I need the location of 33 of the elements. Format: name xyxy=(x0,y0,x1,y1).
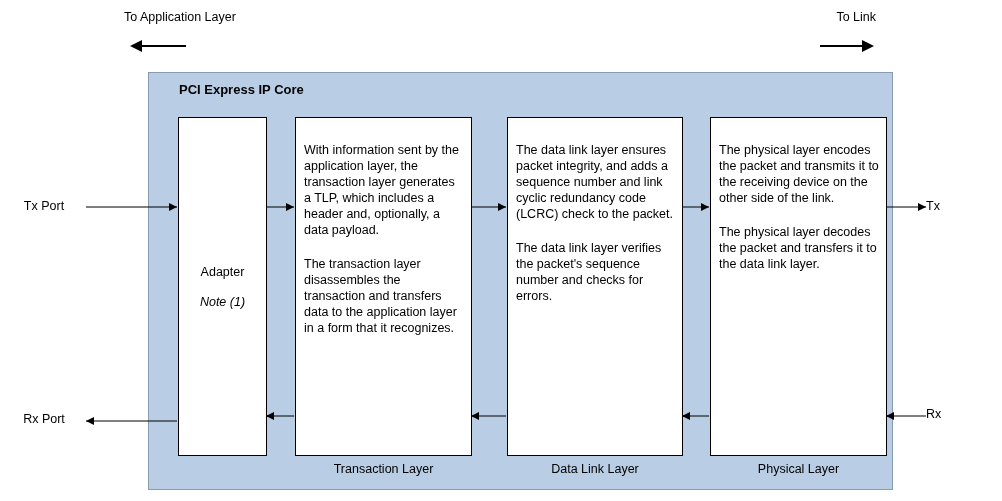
arrow xyxy=(681,203,710,211)
direction-label: To Application Layer xyxy=(124,10,236,24)
arrow xyxy=(885,412,927,420)
layer-box xyxy=(507,117,683,456)
arrow xyxy=(470,412,507,420)
layer-description: The physical layer encodes the packet and transmits it to the receiving device on the other side of the link. xyxy=(719,142,880,206)
layer-caption: Data Link Layer xyxy=(550,462,640,476)
port-label: Tx Port xyxy=(2,199,86,217)
layer-box xyxy=(295,117,472,456)
layer-description: The data link layer verifies the packet's sequence number and checks for errors. xyxy=(516,240,663,304)
arrow xyxy=(265,203,295,211)
panel-title: PCI Express IP Core xyxy=(179,82,304,97)
arrow xyxy=(85,417,178,425)
port-label: Rx Port xyxy=(2,412,86,430)
ip-core-panel xyxy=(148,72,893,490)
layer-description: The transaction layer disassembles the transaction and transfers data to the application layer in a form that it recognizes. xyxy=(304,256,458,336)
note-text: Note (1) xyxy=(199,293,246,310)
arrow xyxy=(85,203,178,211)
direction-label: To Link xyxy=(836,10,876,24)
adapter-box xyxy=(178,117,267,456)
arrow xyxy=(470,203,507,211)
arrow xyxy=(885,203,927,211)
arrow xyxy=(681,412,710,420)
arrow xyxy=(265,412,295,420)
adapter-label: Adapter xyxy=(200,263,245,280)
layer-description: With information sent by the application layer, the transaction layer generates a TLP, which includes a header and, optionally, a data payload. xyxy=(304,142,460,238)
layer-description: The data link layer ensures packet integrity, and adds a sequence number and link cyclic redundancy code (LCRC) check to the packet. xyxy=(516,142,674,222)
layer-caption: Physical Layer xyxy=(756,462,841,476)
layer-box xyxy=(710,117,887,456)
port-label: Rx xyxy=(926,407,956,425)
layer-description: The physical layer decodes the packet and transfers it to the data link layer. xyxy=(719,224,878,272)
port-label: Tx xyxy=(926,199,956,217)
layer-caption: Transaction Layer xyxy=(332,462,435,476)
